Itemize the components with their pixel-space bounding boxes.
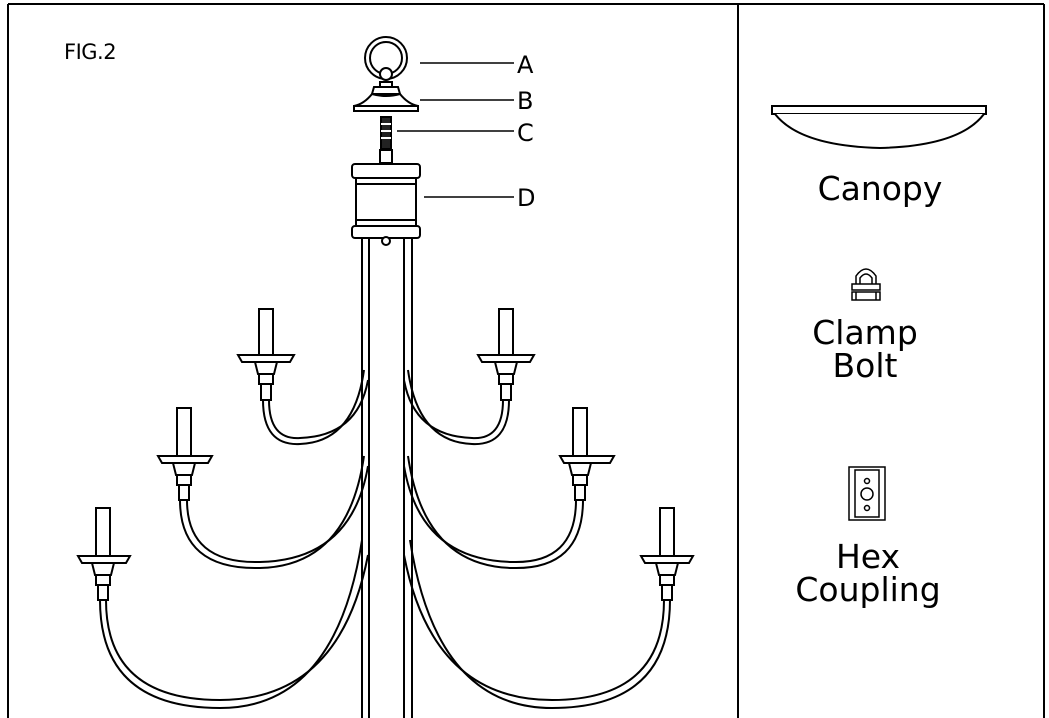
candle-mid-left	[156, 407, 214, 501]
callout-b: B	[517, 87, 534, 115]
callout-lines	[397, 62, 514, 198]
candle-bottom-left	[76, 507, 132, 601]
hex-coupling-label: Hex Coupling	[778, 540, 958, 606]
candle-mid-right	[558, 407, 616, 501]
figure-label: FIG.2	[64, 40, 117, 64]
hanging-ring	[364, 36, 408, 81]
canopy-label: Canopy	[817, 169, 943, 208]
hex-coupling-label-line1: Hex	[835, 537, 901, 576]
column-body	[351, 163, 421, 718]
arms	[99, 369, 671, 710]
clamp-bolt-icon	[851, 268, 881, 301]
candle-bottom-right	[639, 507, 695, 601]
candle-top-right	[476, 308, 536, 401]
clamp-bolt-label: Clamp Bolt	[790, 316, 940, 382]
clamp-bolt-label-line1: Clamp	[812, 313, 918, 352]
callout-a: A	[517, 51, 534, 79]
threaded-rod	[379, 116, 393, 164]
callout-c: C	[517, 119, 534, 147]
candle-top-left	[236, 308, 296, 401]
hex-coupling-label-line2: Coupling	[795, 570, 941, 609]
canopy-cap	[353, 81, 419, 112]
candle-cups	[76, 308, 695, 601]
callout-d: D	[517, 184, 536, 212]
border	[7, 3, 1045, 718]
clamp-bolt-label-line2: Bolt	[832, 346, 898, 385]
hex-coupling-icon	[848, 466, 886, 521]
canopy-drawing	[771, 105, 987, 150]
